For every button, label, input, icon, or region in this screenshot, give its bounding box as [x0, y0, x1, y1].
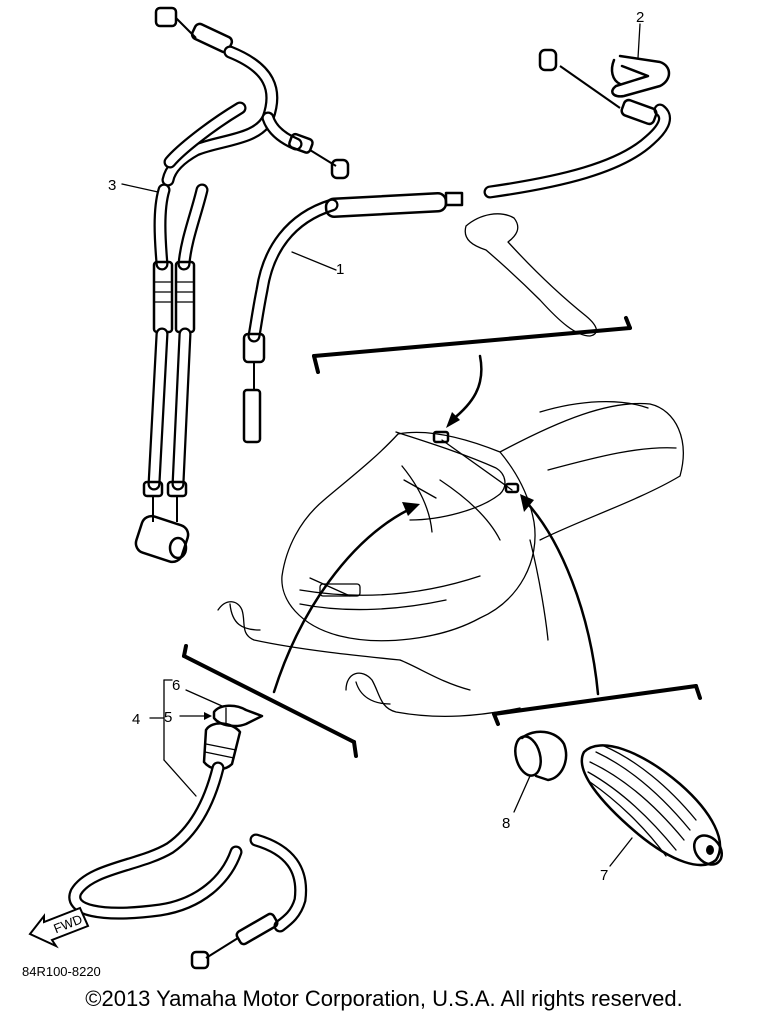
callout-7: 7: [600, 867, 608, 884]
callout-6: 6: [172, 677, 180, 694]
lower-left-detail-frame: [182, 644, 358, 758]
upper-detail-frame: [312, 316, 632, 428]
callout-3: 3: [108, 177, 116, 194]
part-2-clip: [610, 54, 671, 98]
part-7-grip: [580, 744, 724, 867]
part-5-6-fittings: [212, 704, 264, 728]
callout-1: 1: [336, 261, 344, 278]
callout-5: 5: [164, 709, 172, 726]
snowmobile-outline: [217, 400, 684, 717]
leader-lines-left: [149, 679, 223, 797]
part-3-dual-cable: [134, 6, 350, 564]
leader-lines-top: [121, 23, 641, 271]
brake-lever-outline: [464, 213, 597, 337]
detail-arrows: [272, 494, 600, 696]
fwd-arrow-icon: FWD: [28, 906, 90, 949]
callout-8: 8: [502, 815, 510, 832]
diagram-code: 84R100-8220: [22, 964, 101, 979]
lower-right-detail-frame: [492, 684, 702, 726]
part-4-speedometer-cable: [68, 722, 308, 970]
callout-4: 4: [132, 711, 140, 728]
part-8-collar: [514, 730, 568, 782]
leader-lines-right: [513, 775, 633, 867]
copyright-notice: ©2013 Yamaha Motor Corporation, U.S.A. A…: [85, 986, 683, 1011]
part-1-cable: [242, 48, 671, 444]
callout-2: 2: [636, 9, 644, 26]
